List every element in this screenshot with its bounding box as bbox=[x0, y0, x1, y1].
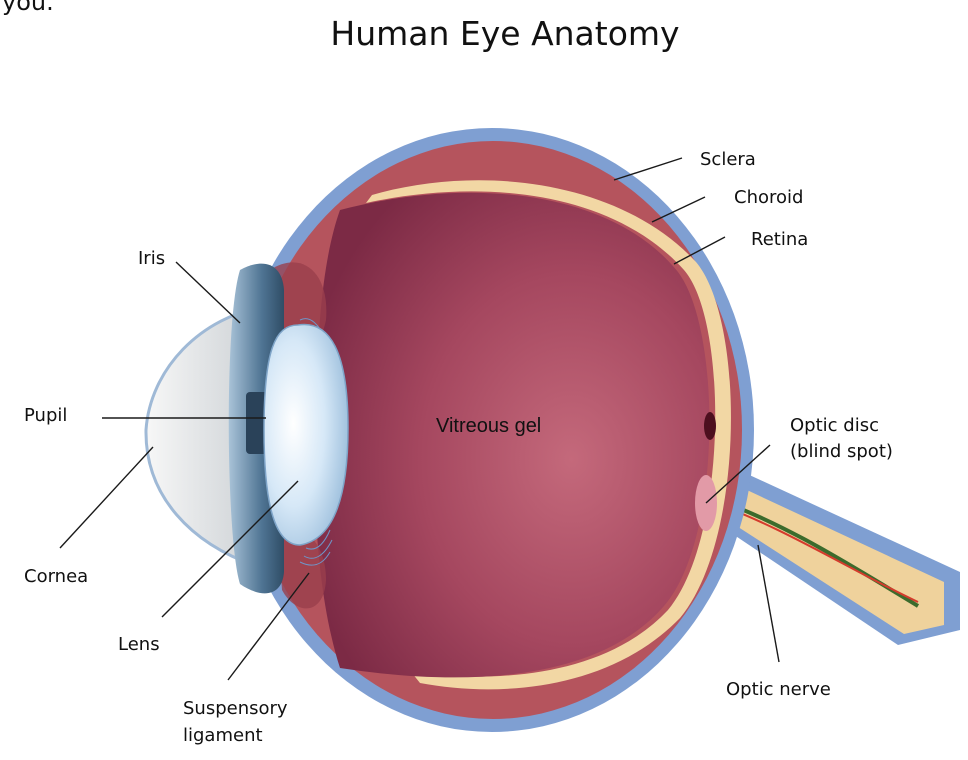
label-iris: Iris bbox=[138, 248, 165, 269]
label-optic-disc-line2: (blind spot) bbox=[790, 441, 893, 462]
leader-cornea bbox=[60, 447, 153, 548]
label-choroid: Choroid bbox=[734, 187, 803, 208]
leader-iris bbox=[176, 262, 240, 323]
label-vitreous-gel: Vitreous gel bbox=[436, 415, 541, 437]
label-retina: Retina bbox=[751, 229, 808, 250]
label-optic-disc-line1: Optic disc bbox=[790, 415, 879, 436]
label-cornea: Cornea bbox=[24, 566, 88, 587]
label-suspensory-line2: ligament bbox=[183, 725, 263, 746]
label-lens: Lens bbox=[118, 634, 160, 655]
label-optic-nerve: Optic nerve bbox=[726, 679, 831, 700]
label-pupil: Pupil bbox=[24, 405, 67, 426]
leader-sclera bbox=[614, 158, 682, 180]
label-suspensory-line1: Suspensory bbox=[183, 698, 288, 719]
label-sclera: Sclera bbox=[700, 149, 756, 170]
fovea bbox=[704, 412, 716, 440]
lens bbox=[264, 324, 348, 545]
